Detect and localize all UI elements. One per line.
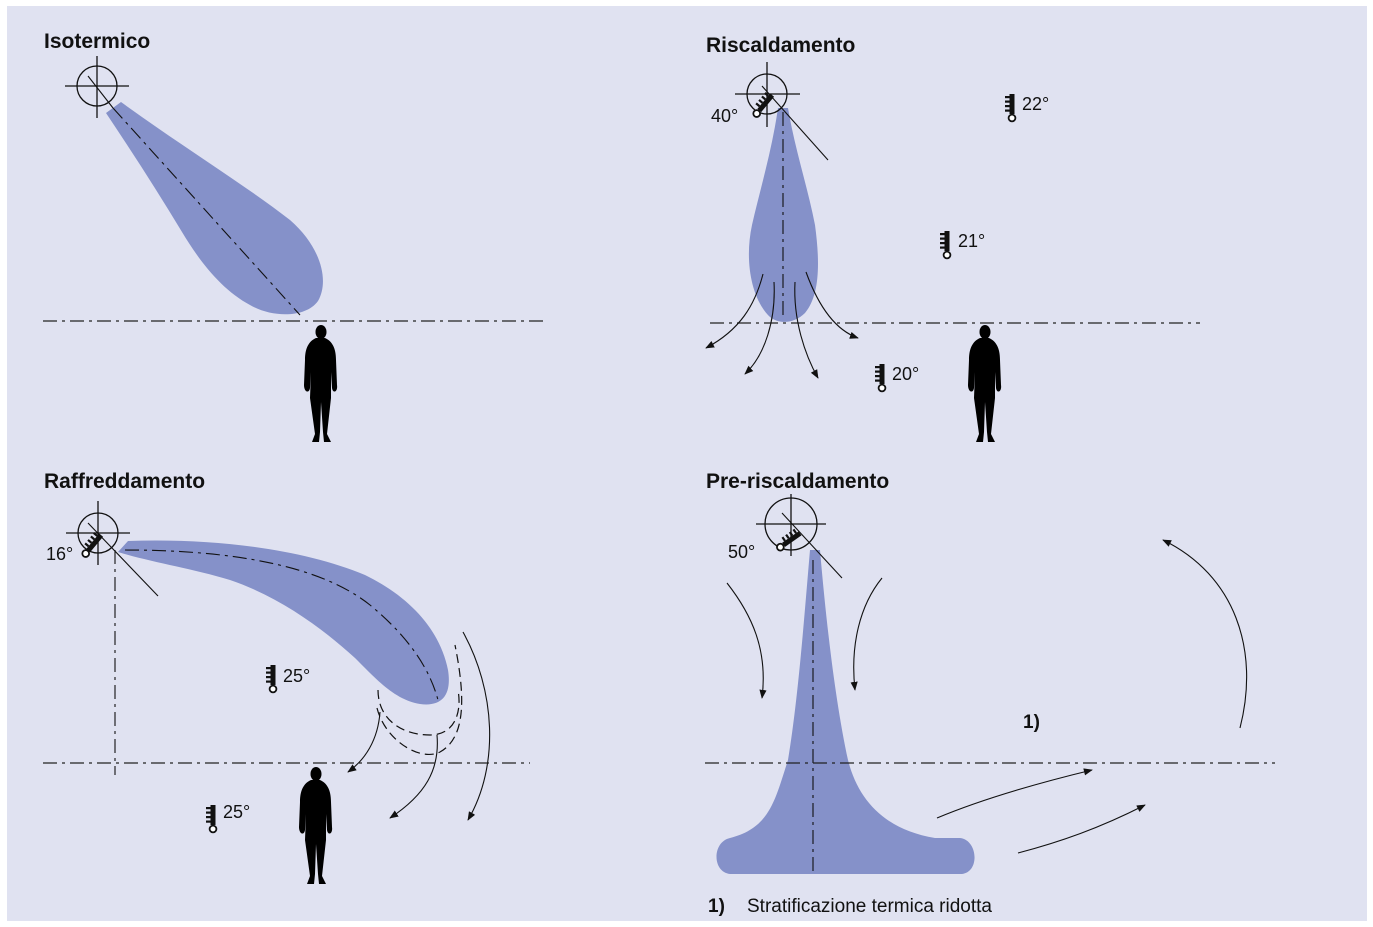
arrow-icon [1162, 539, 1248, 729]
jet-axis-line [112, 107, 301, 316]
title-raffreddamento: Raffreddamento [44, 470, 205, 493]
air-jet-isotermico [106, 102, 323, 315]
outlet-line [761, 85, 829, 161]
footnote-text: Stratificazione termica ridotta [747, 896, 992, 917]
title-riscaldamento: Riscaldamento [706, 34, 855, 57]
arrow-icon [805, 271, 859, 339]
outlet-temp-preriscaldamento: 50° [728, 542, 755, 562]
arrow-icon [347, 711, 381, 773]
outlet-line [781, 512, 843, 579]
arrow-icon [462, 631, 491, 821]
temp-reading: 21° [958, 231, 985, 251]
footnote-marker: 1) [1023, 712, 1040, 733]
arrow-icon [794, 281, 819, 379]
panel-isotermico: Isotermico [43, 30, 545, 442]
outlet-line [87, 75, 114, 109]
air-jet-preriscaldamento [716, 550, 975, 874]
title-preriscaldamento: Pre-riscaldamento [706, 470, 889, 493]
air-jet-raffreddamento [118, 540, 449, 705]
panel-preriscaldamento: Pre-riscaldamento 50° 1) 1) Stratificazi… [705, 470, 1275, 917]
background-panel [7, 6, 1367, 921]
arrow-icon [744, 281, 775, 375]
panel-raffreddamento: Raffreddamento 16° 25° 25° [43, 470, 530, 884]
jet-axis-line [124, 549, 439, 701]
outlet-temp-raffreddamento: 16° [46, 544, 73, 564]
temp-reading: 25° [223, 802, 250, 822]
dashed-envelope [377, 689, 460, 736]
arrow-icon [705, 273, 764, 349]
arrow-icon [1017, 804, 1146, 854]
temp-reading: 20° [892, 364, 919, 384]
arrow-icon [850, 577, 883, 691]
panel-riscaldamento: Riscaldamento 40° 22° 21° 20° [705, 34, 1200, 442]
arrow-icon [936, 768, 1093, 819]
crosshair-icon [756, 494, 826, 556]
footnote-number: 1) [708, 896, 725, 917]
temp-reading: 22° [1022, 94, 1049, 114]
arrow-icon [726, 582, 767, 699]
outlet-temp-riscaldamento: 40° [711, 106, 738, 126]
temp-reading: 25° [283, 666, 310, 686]
title-isotermico: Isotermico [44, 30, 150, 53]
dashed-envelope [376, 644, 463, 755]
arrow-icon [389, 734, 438, 819]
